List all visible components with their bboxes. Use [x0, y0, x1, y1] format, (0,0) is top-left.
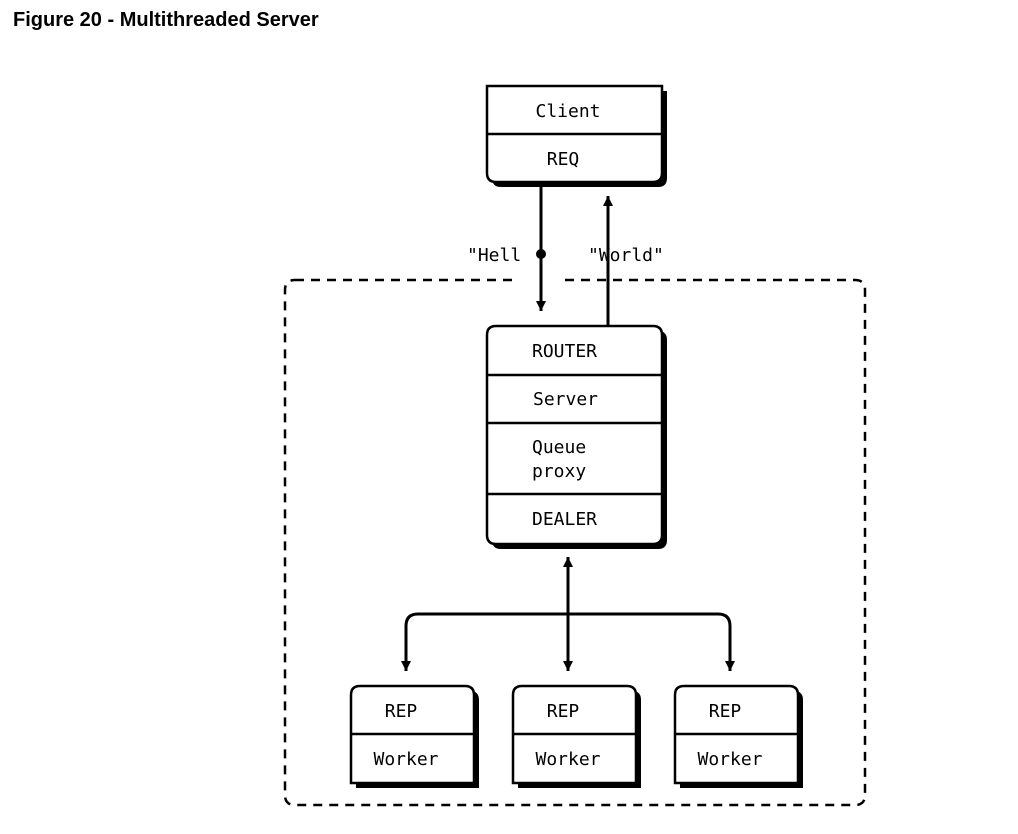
worker-node-2: REP Worker — [511, 684, 641, 788]
worker-node-1: REP Worker — [349, 684, 479, 788]
server-label: Server — [533, 389, 598, 410]
worker3-label: Worker — [697, 749, 762, 770]
server-node: ROUTER Server Queue proxy DEALER — [485, 324, 667, 549]
client-socket-label: REQ — [547, 149, 580, 170]
worker2-socket-label: REP — [547, 701, 580, 722]
router-label: ROUTER — [532, 341, 597, 362]
worker-node-3: REP Worker — [673, 684, 803, 788]
request-message-label: "Hell — [467, 245, 521, 266]
queue-label: Queue — [532, 437, 586, 458]
worker3-socket-label: REP — [709, 701, 742, 722]
worker-fanout-line — [404, 612, 732, 671]
proxy-label: proxy — [532, 461, 586, 482]
client-label: Client — [535, 101, 600, 122]
figure-title: Figure 20 - Multithreaded Server — [13, 9, 319, 31]
worker2-label: Worker — [535, 749, 600, 770]
request-dot — [536, 249, 546, 259]
worker1-socket-label: REP — [385, 701, 418, 722]
client-node: Client REQ — [485, 84, 667, 187]
dealer-label: DEALER — [532, 509, 597, 530]
reply-message-label: "World" — [588, 245, 664, 266]
worker1-label: Worker — [373, 749, 438, 770]
server-process-boundary — [283, 278, 867, 807]
